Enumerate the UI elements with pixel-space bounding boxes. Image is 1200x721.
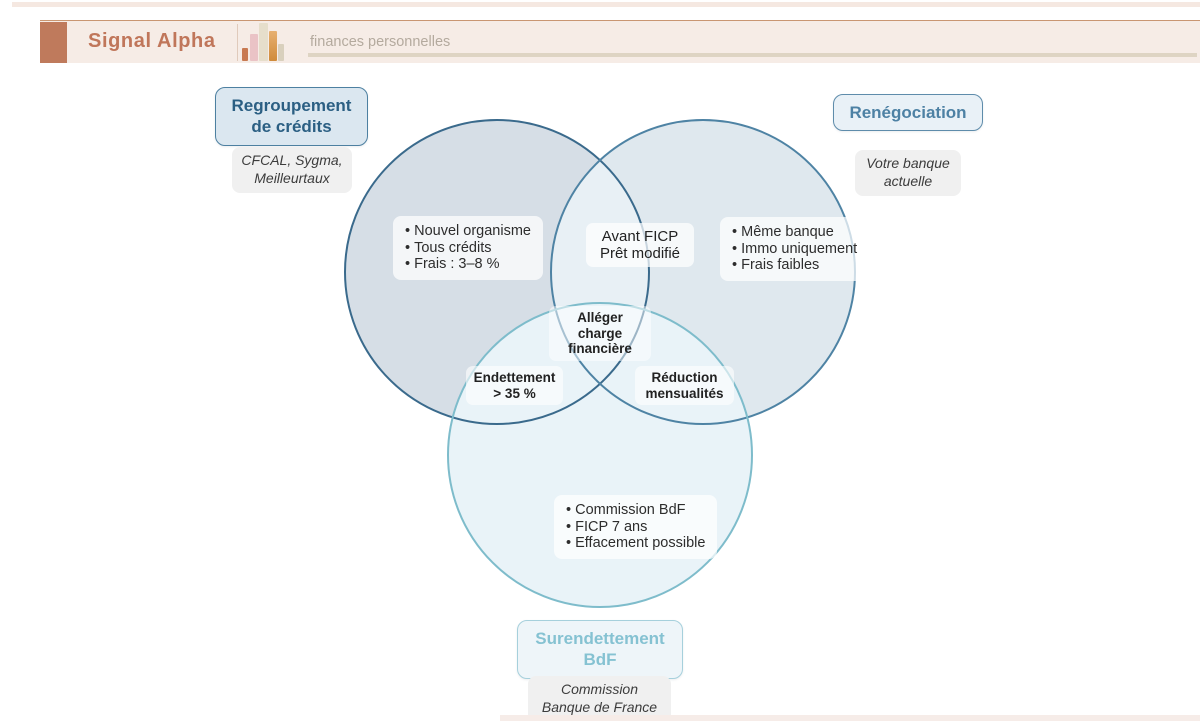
set-badge-renegociation: Renégociation <box>833 94 983 132</box>
list-item: Nouvel organisme <box>405 223 531 240</box>
set-badge-surendettement: Surendettement BdF <box>517 620 683 679</box>
header-divider <box>237 24 238 61</box>
intersection-left-bottom-label: Endettement > 35 % <box>466 366 563 405</box>
list-renegociation: Même banque Immo uniquement Frais faible… <box>720 217 870 281</box>
set-badge-label: Surendettement <box>535 629 665 648</box>
set-badge-label: Renégociation <box>849 103 967 122</box>
set-badge-label: Regroupement <box>231 96 352 115</box>
list-item: Frais faibles <box>732 257 857 274</box>
list-item: Tous crédits <box>405 240 531 257</box>
bottom-accent-strip <box>500 715 1200 721</box>
set-subtitle-regroupement: CFCAL, Sygma, Meilleurtaux <box>232 147 352 193</box>
set-subtitle-surendettement: Commission Banque de France <box>528 676 671 721</box>
intersection-left-right-label: Avant FICP Prêt modifié <box>586 223 694 267</box>
venn-circle-left-stroke <box>344 119 650 425</box>
set-badge-regroupement: Regroupement de crédits <box>215 87 368 146</box>
bar-chart-logo-icon <box>242 21 290 61</box>
list-surendettement: Commission BdF FICP 7 ans Effacement pos… <box>554 495 718 559</box>
brand-logo-block <box>40 22 67 63</box>
list-item: Effacement possible <box>566 535 705 552</box>
list-item: Immo uniquement <box>732 241 857 258</box>
brand-title: Signal Alpha <box>88 30 216 52</box>
set-badge-label: BdF <box>583 650 617 670</box>
list-item: Frais : 3–8 % <box>405 256 531 273</box>
topic-value: finances personnelles <box>310 34 451 50</box>
topic-underline <box>308 53 1197 57</box>
topic-input[interactable]: finances personnelles <box>308 21 1200 64</box>
list-item: Même banque <box>732 224 857 241</box>
intersection-right-bottom-label: Réduction mensualités <box>635 366 734 405</box>
venn-circle-bottom-stroke <box>447 302 753 608</box>
top-accent-strip <box>12 2 1200 7</box>
header: Signal Alpha finances personnelles <box>40 20 1200 63</box>
list-regroupement: Nouvel organisme Tous crédits Frais : 3–… <box>393 216 543 280</box>
list-item: Commission BdF <box>566 502 705 519</box>
list-item: FICP 7 ans <box>566 519 705 536</box>
intersection-center-label: Alléger charge financière <box>549 306 651 361</box>
set-subtitle-renegociation: Votre banque actuelle <box>855 150 961 196</box>
set-badge-label: de crédits <box>251 117 332 137</box>
